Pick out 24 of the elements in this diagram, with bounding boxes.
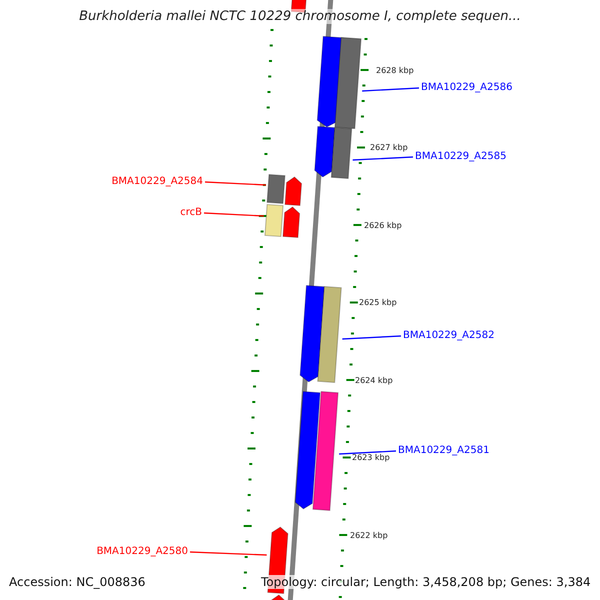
scale-label: 2626 kbp [364,221,402,231]
scale-label: 2627 kbp [370,143,408,153]
gene-label: crcB [180,207,202,219]
leader-line [352,156,414,161]
gene-label: BMA10229_A2580 [96,546,188,558]
leader-line [339,450,396,455]
summary-text: Topology: circular; Length: 3,458,208 bp; Genes: 3,384 [261,575,591,589]
leader-line [204,212,264,217]
leader-line [342,335,402,340]
map-title: Burkholderia mallei NCTC 10229 chromosome I, complete sequen... [79,9,521,24]
scale-label: 2624 kbp [355,376,393,386]
leader-line [204,181,266,186]
gene-label: BMA10229_A2581 [398,445,490,457]
gene-label: BMA10229_A2585 [415,151,506,163]
leader-line [190,551,267,556]
gene-label: BMA10229_A2586 [421,82,512,94]
scale-label: 2625 kbp [359,298,397,308]
leader-line [362,87,420,92]
gene-label: BMA10229_A2582 [403,330,494,342]
gene-label: BMA10229_A2584 [112,176,203,188]
accession-text: Accession: NC_008836 [9,575,146,589]
scale-label: 2622 kbp [350,531,388,541]
scale-label: 2628 kbp [376,66,414,76]
scale-label: 2623 kbp [352,453,390,463]
